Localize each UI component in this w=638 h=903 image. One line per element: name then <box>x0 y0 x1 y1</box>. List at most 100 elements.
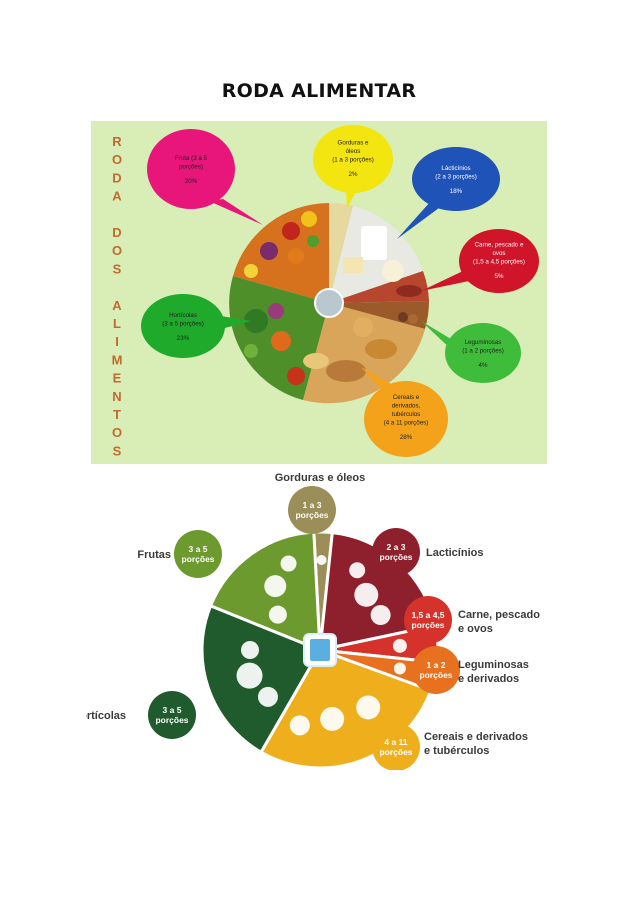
vertical-letter: R <box>112 134 122 149</box>
group-name: Frutas <box>137 549 171 561</box>
group-name: Lacticínios <box>426 547 483 559</box>
bubble-label: Cereais e <box>393 394 420 401</box>
bean-icon <box>393 662 406 675</box>
bowl-icon <box>289 715 310 736</box>
portion-text: 1 a 2 <box>427 660 446 670</box>
bubble-shape <box>445 323 521 383</box>
apple-icon <box>264 575 287 598</box>
vertical-letter: D <box>112 225 121 240</box>
bubble-label: Leguminosas <box>465 339 502 346</box>
bubble-tail <box>421 271 469 291</box>
bottle-icon <box>349 562 366 579</box>
bubble-label: Carne, pescado e <box>475 242 524 249</box>
bubble-shape <box>141 294 225 358</box>
group-name: Cereais e derivados <box>424 731 528 743</box>
bubble-label: (3 a 5 porções) <box>162 321 204 328</box>
portion-text: porções <box>181 554 214 564</box>
vertical-letter: T <box>113 407 121 422</box>
bread-icon <box>356 695 381 720</box>
wheel-segment-fats <box>329 203 353 303</box>
bubble-label: tubérculos <box>392 411 421 418</box>
bubble-leguminosas: Leguminosas (1 a 2 porções) 4% <box>421 321 521 383</box>
bubble-tail <box>421 321 453 351</box>
portion-text: porções <box>419 670 452 680</box>
bubble-label: Gorduras e <box>338 140 370 147</box>
bubble-label: (4 a 11 porções) <box>384 420 429 427</box>
portion-bubble <box>412 646 460 694</box>
pasta-icon <box>320 706 345 731</box>
bubble-label: porções) <box>179 164 203 171</box>
portion-bubble <box>174 530 222 578</box>
bubble-percent: 4% <box>479 362 488 369</box>
bubble-horticolas: Hortícolas (3 a 5 porções) 23% <box>141 294 251 358</box>
cereal-texture <box>303 317 397 382</box>
olive-oil-icon <box>316 555 327 566</box>
vertical-letter: A <box>112 298 122 313</box>
bubble-label: (1 a 2 porções) <box>462 348 504 355</box>
vertical-letter: N <box>112 389 121 404</box>
pear-icon <box>268 605 287 624</box>
group-name: e derivados <box>458 673 519 685</box>
broccoli-icon <box>257 686 278 707</box>
vertical-letter: L <box>113 316 121 331</box>
portion-text: porções <box>379 552 412 562</box>
bubble-lacticinios: Lácticínios(2 a 3 porções)18% <box>397 147 500 239</box>
water-glass-icon <box>310 639 330 661</box>
milk-carton-icon <box>354 582 379 607</box>
portion-text: porções <box>155 715 188 725</box>
vertical-letter: S <box>113 443 122 458</box>
bubble-label: ovos <box>492 250 505 257</box>
bubble-percent: 2% <box>349 171 358 178</box>
vertical-letter: A <box>112 189 122 204</box>
fish-icon <box>392 638 407 653</box>
page-title: RODA ALIMENTAR <box>221 80 417 102</box>
bubble-tail <box>361 367 393 389</box>
bubble-percent: 23% <box>177 335 190 342</box>
cheese-icon <box>370 605 391 625</box>
vertical-letter: M <box>112 352 123 367</box>
group-name: Gorduras e óleos <box>275 472 365 484</box>
photo-food-wheel <box>229 203 429 404</box>
wheel-segment-fruits <box>233 203 329 303</box>
fruit-texture <box>244 211 319 278</box>
group-name: e ovos <box>458 623 493 635</box>
bubble-label: óleos <box>346 148 361 155</box>
portion-text: porções <box>295 510 328 520</box>
portion-text: porções <box>411 620 444 630</box>
bubble-percent: 18% <box>450 188 463 195</box>
bubble-shape <box>412 147 500 211</box>
bubble-tail <box>346 189 357 209</box>
bubble-label: Lácticínios <box>441 165 470 172</box>
bubble-tail <box>397 201 443 239</box>
portion-text: 2 a 3 <box>387 542 406 552</box>
portion-bubble <box>372 528 420 576</box>
bubble-label: Hortícolas <box>169 312 197 319</box>
vertical-letter: D <box>112 170 121 185</box>
vegetable-texture <box>244 303 305 385</box>
portion-text: 1,5 a 4,5 <box>411 610 444 620</box>
vertical-letter: E <box>113 371 122 386</box>
bubble-shape <box>313 125 393 193</box>
portion-text: 3 a 5 <box>163 705 182 715</box>
vertical-letter: S <box>113 261 122 276</box>
meat-texture <box>396 285 422 324</box>
portion-text: 1 a 3 <box>303 500 322 510</box>
portion-bubble <box>404 596 452 644</box>
bubble-percent: 20% <box>185 178 198 185</box>
bubble-shape <box>459 229 539 293</box>
vertical-letter: O <box>112 243 122 258</box>
group-name: Hortícolas <box>86 710 126 722</box>
wheel-segment-legumes <box>329 301 429 329</box>
